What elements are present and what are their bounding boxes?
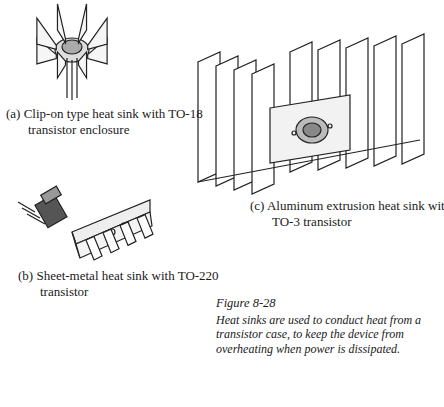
sheet-metal-heat-sink xyxy=(18,186,153,260)
figure-caption: Heat sinks are used to conduct heat from… xyxy=(216,313,438,356)
part-caption: (b) Sheet-metal heat sink with TO-220 tr… xyxy=(18,268,222,301)
clip-on-heat-sink xyxy=(37,4,107,100)
part-caption: (c) Aluminum extrusion heat sink with TO… xyxy=(250,198,444,231)
figure-number: Figure 8-28 xyxy=(216,296,416,312)
extrusion-heat-sink xyxy=(198,34,424,194)
part-caption: (a) Clip-on type heat sink with TO-18 tr… xyxy=(6,106,220,139)
